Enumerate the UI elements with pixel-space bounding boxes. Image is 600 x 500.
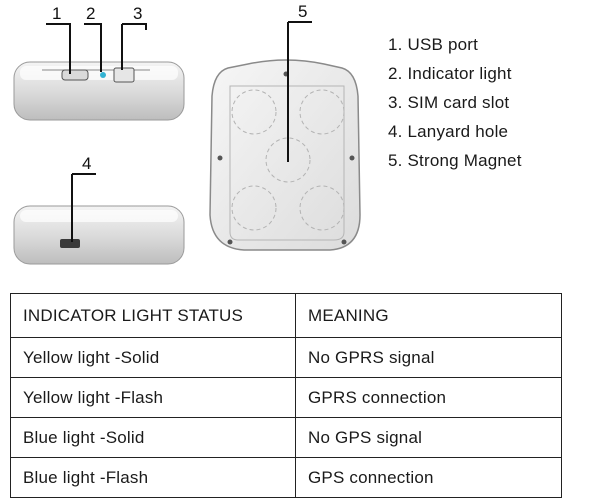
table-header-row: INDICATOR LIGHT STATUS MEANING (10, 293, 562, 338)
device-side-view-bottom (13, 205, 185, 265)
legend-item-lanyard-hole: 4. Lanyard hole (388, 122, 509, 141)
device-side-view-top (13, 61, 185, 121)
column-header-meaning: MEANING (295, 293, 562, 338)
legend-item-indicator-light: 2. Indicator light (388, 64, 512, 83)
magnet-icon (231, 89, 345, 231)
legend-item-sim-card-slot: 3. SIM card slot (388, 93, 510, 112)
callout-number-3: 3 (133, 4, 143, 23)
table-cell-meaning: No GPRS signal (295, 337, 562, 378)
table-cell-status: Yellow light -Flash (10, 377, 296, 418)
table-row: Yellow light -Flash GPRS connection (10, 377, 562, 418)
callout-number-5: 5 (298, 2, 308, 21)
device-diagram: 1 2 3 4 5 (13, 2, 361, 265)
table-cell-status: Blue light -Flash (10, 457, 296, 498)
callout-number-4: 4 (82, 154, 92, 173)
callout-lines (46, 21, 312, 242)
table-cell-meaning: GPS connection (295, 457, 562, 498)
table-row: Blue light -Solid No GPS signal (10, 417, 562, 458)
column-header-status: INDICATOR LIGHT STATUS (10, 293, 296, 338)
table-row: Yellow light -Solid No GPRS signal (10, 337, 562, 378)
legend-item-strong-magnet: 5. Strong Magnet (388, 151, 522, 170)
parts-legend: 1. USB port 2. Indicator light 3. SIM ca… (388, 30, 522, 175)
table-cell-meaning: GPRS connection (295, 377, 562, 418)
lanyard-hole-icon (60, 239, 80, 248)
table-cell-meaning: No GPS signal (295, 417, 562, 458)
device-illustration (13, 21, 361, 265)
usb-port-icon (61, 69, 89, 81)
device-back-view (209, 59, 361, 251)
indicator-status-table: INDICATOR LIGHT STATUS MEANING Yellow li… (10, 293, 562, 498)
table-cell-status: Yellow light -Solid (10, 337, 296, 378)
indicator-light-icon (100, 72, 106, 78)
legend-item-usb-port: 1. USB port (388, 35, 479, 54)
callout-number-1: 1 (52, 4, 62, 23)
callout-number-2: 2 (86, 4, 96, 23)
sim-card-slot-icon (113, 67, 135, 83)
table-cell-status: Blue light -Solid (10, 417, 296, 458)
table-row: Blue light -Flash GPS connection (10, 457, 562, 498)
